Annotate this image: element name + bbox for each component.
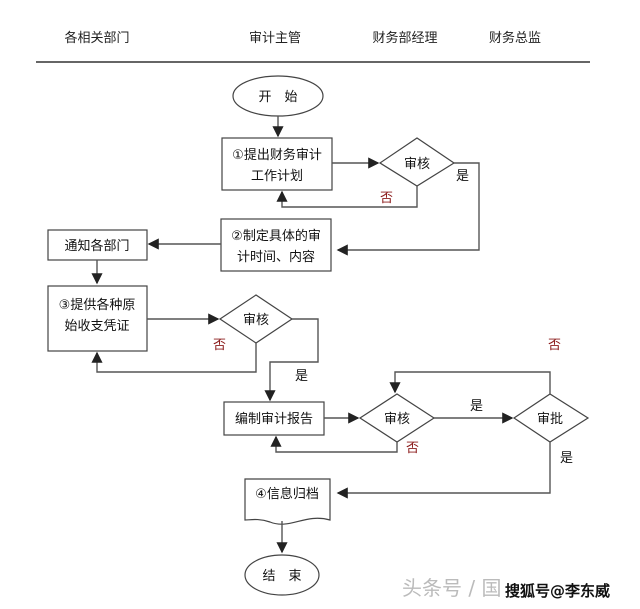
approve-label: 审批 — [537, 412, 563, 427]
step1-line2: 工作计划 — [251, 169, 303, 184]
step4-label: ④信息归档 — [255, 486, 319, 502]
report-label: 编制审计报告 — [235, 412, 313, 427]
step1-box — [221, 137, 333, 191]
watermark-toutiao: 头条号 / 国 — [402, 576, 501, 600]
edge-review3-no — [270, 435, 398, 453]
step1-line1: ①提出财务审计 — [232, 147, 322, 163]
watermark-sohu: 搜狐号@李东威 — [505, 582, 610, 600]
approve-diamond — [512, 393, 590, 443]
step3-line2: 始收支凭证 — [64, 319, 129, 334]
review2-yes-label: 是 — [295, 369, 308, 384]
lane-header-finance-manager: 财务部经理 — [372, 30, 437, 46]
step4-document — [244, 478, 331, 525]
review3-no-label: 否 — [406, 441, 419, 456]
review1-label: 审核 — [404, 157, 430, 172]
edge-review1-no — [276, 186, 418, 208]
lane-header-cfo: 财务总监 — [489, 30, 541, 46]
edge-review2-yes — [264, 318, 319, 402]
edge-approve-no — [389, 371, 551, 394]
edge-approve-yes — [336, 442, 551, 499]
end-node — [244, 554, 320, 596]
step2-line2: 计时间、内容 — [237, 249, 315, 265]
review2-no-label: 否 — [213, 338, 226, 353]
approve-yes-label: 是 — [560, 451, 573, 466]
lane-header-departments: 各相关部门 — [64, 30, 129, 46]
report-box — [223, 401, 325, 436]
approve-no-label: 否 — [548, 338, 561, 353]
notify-box — [47, 229, 148, 261]
notify-label: 通知各部门 — [64, 238, 129, 254]
review1-yes-label: 是 — [456, 169, 469, 184]
edge-review2-no — [91, 343, 257, 373]
review3-yes-label: 是 — [470, 399, 483, 414]
step3-line1: ③提供各种原 — [59, 297, 136, 313]
review3-label: 审核 — [384, 412, 410, 427]
step3-box — [47, 285, 148, 352]
start-label: 开 始 — [258, 90, 297, 105]
edge-review1-yes — [336, 162, 480, 256]
lane-header-audit-supervisor: 审计主管 — [249, 31, 301, 46]
step2-box — [220, 218, 332, 272]
review2-label: 审核 — [243, 313, 269, 328]
end-label: 结 束 — [262, 569, 301, 584]
step2-line1: ②制定具体的审 — [231, 228, 321, 244]
review1-no-label: 否 — [380, 191, 393, 206]
